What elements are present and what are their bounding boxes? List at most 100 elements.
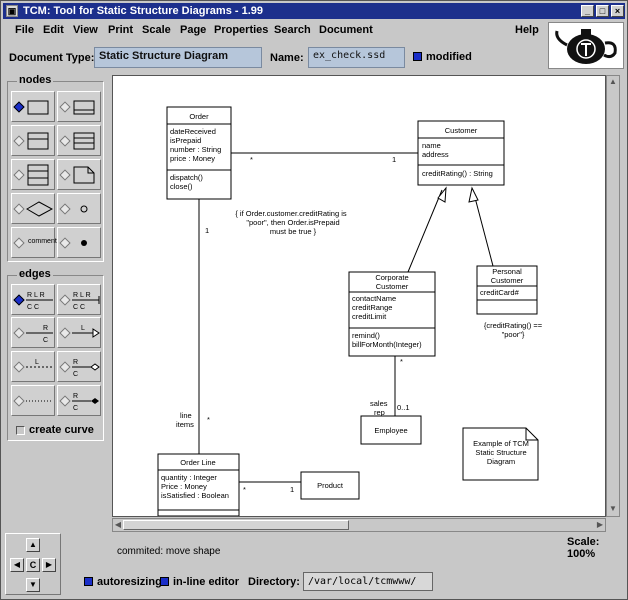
horizontal-scrollbar[interactable]: ◀ ▶ <box>112 518 606 532</box>
constraint-text: {creditRating() == <box>484 321 543 330</box>
inline-editor-label: in-line editor <box>173 576 239 588</box>
menu-file[interactable]: File <box>15 24 34 36</box>
close-button[interactable]: × <box>611 5 624 17</box>
customer-attr: address <box>422 150 449 159</box>
employee-name: Employee <box>374 426 407 435</box>
scroll-up-arrow[interactable]: ▲ <box>609 77 617 86</box>
window-menu-icon[interactable]: ▣ <box>6 5 18 17</box>
personal-name: Customer <box>491 276 524 285</box>
class-order-line: Order Line quantity : Integer Price : Mo… <box>157 453 240 517</box>
edge-tool-dotted[interactable] <box>11 385 55 416</box>
minimize-button[interactable]: _ <box>581 5 594 17</box>
menu-edit[interactable]: Edit <box>43 24 64 36</box>
modified-label: modified <box>426 51 472 63</box>
menu-search[interactable]: Search <box>274 24 311 36</box>
pan-right-button[interactable]: ▶ <box>42 558 56 572</box>
node-tool-class[interactable] <box>11 91 55 122</box>
note-line: Static Structure <box>475 448 526 457</box>
document-name-field[interactable]: ex_check.ssd <box>308 47 405 68</box>
note-example: Example of TCM Static Structure Diagram <box>462 427 539 481</box>
node-tool-class-three[interactable] <box>11 159 55 190</box>
class-customer: Customer name address creditRating() : S… <box>417 120 505 186</box>
corporate-name: Customer <box>376 282 409 291</box>
menu-page[interactable]: Page <box>180 24 207 36</box>
create-curve-checkbox[interactable] <box>16 426 25 435</box>
node-tool-diamond[interactable] <box>11 193 55 224</box>
multiplicity: * <box>207 415 210 424</box>
node-tool-class-full[interactable] <box>57 125 101 156</box>
order-op: dispatch() <box>170 173 203 182</box>
role-name: sales <box>370 399 388 408</box>
autoresizing-checkbox[interactable] <box>84 577 93 586</box>
multiplicity: * <box>400 357 403 366</box>
inline-editor-checkbox[interactable] <box>160 577 169 586</box>
corporate-attr: creditLimit <box>352 312 387 321</box>
order-name: Order <box>189 112 209 121</box>
node-tool-comment[interactable]: comment <box>11 227 57 258</box>
note-line: Diagram <box>487 457 515 466</box>
svg-text:R L R: R L R <box>73 292 91 299</box>
directory-label: Directory: <box>248 576 300 588</box>
menu-document[interactable]: Document <box>319 24 373 36</box>
svg-text:R: R <box>43 325 48 332</box>
menu-properties[interactable]: Properties <box>214 24 269 36</box>
corporate-name: Corporate <box>375 273 408 282</box>
edge-corporate-customer <box>407 189 443 273</box>
document-type-label: Document Type: <box>9 52 95 64</box>
vertical-scrollbar[interactable]: ▲ ▼ <box>606 75 620 517</box>
diagram-canvas[interactable]: Order dateReceived isPrepaid number : St… <box>112 75 606 517</box>
orderline-name: Order Line <box>180 458 215 467</box>
multiplicity: 1 <box>205 226 209 235</box>
autoresizing-label: autoresizing <box>97 576 162 588</box>
class-corporate-customer: Corporate Customer contactName creditRan… <box>348 271 436 357</box>
svg-text:R: R <box>73 359 78 366</box>
class-personal-customer: Personal Customer creditCard# <box>476 265 538 315</box>
navigation-pad: ▲ ◀ C ▶ ▼ <box>5 533 61 595</box>
svg-text:C: C <box>73 405 78 412</box>
tcm-logo <box>548 22 624 69</box>
role-name: line <box>180 411 192 420</box>
horizontal-scroll-thumb[interactable] <box>123 520 349 530</box>
document-type-field[interactable]: Static Structure Diagram <box>94 47 262 68</box>
customer-op: creditRating() : String <box>422 169 493 178</box>
svg-text:L: L <box>35 359 39 366</box>
menu-help[interactable]: Help <box>515 24 539 36</box>
pan-center-button[interactable]: C <box>26 558 40 572</box>
node-tool-class-ops[interactable] <box>11 125 55 156</box>
pan-down-button[interactable]: ▼ <box>26 578 40 592</box>
pan-up-button[interactable]: ▲ <box>26 538 40 552</box>
node-tool-class-attrs[interactable] <box>57 91 101 122</box>
menu-scale[interactable]: Scale <box>142 24 171 36</box>
customer-name: Customer <box>445 126 478 135</box>
node-tool-small-circle[interactable] <box>57 193 101 224</box>
edge-personal-customer <box>472 189 494 267</box>
menu-view[interactable]: View <box>73 24 98 36</box>
title-bar[interactable]: ▣ TCM: Tool for Static Structure Diagram… <box>3 3 625 19</box>
maximize-button[interactable]: □ <box>596 5 609 17</box>
corporate-op: billForMonth(Integer) <box>352 340 422 349</box>
constraint-text: "poor"} <box>502 330 525 339</box>
node-tool-note[interactable] <box>57 159 101 190</box>
personal-attr: creditCard# <box>480 288 520 297</box>
window-title: TCM: Tool for Static Structure Diagrams … <box>23 5 264 17</box>
edge-tool-dependency[interactable]: L <box>11 351 55 382</box>
order-attr: isPrepaid <box>170 136 201 145</box>
edges-title: edges <box>17 268 53 280</box>
orderline-attr: Price : Money <box>161 482 207 491</box>
menu-print[interactable]: Print <box>108 24 134 36</box>
pan-left-button[interactable]: ◀ <box>10 558 24 572</box>
corporate-attr: contactName <box>352 294 396 303</box>
edge-tool-generalization[interactable]: L <box>57 317 101 348</box>
scroll-left-arrow[interactable]: ◀ <box>114 520 122 529</box>
scroll-right-arrow[interactable]: ▶ <box>596 520 604 529</box>
directory-field[interactable]: /var/local/tcmwww/ <box>303 572 433 591</box>
node-tool-dot[interactable] <box>57 227 101 258</box>
scroll-down-arrow[interactable]: ▼ <box>609 504 617 513</box>
orderline-attr: isSatisfied : Boolean <box>161 491 229 500</box>
